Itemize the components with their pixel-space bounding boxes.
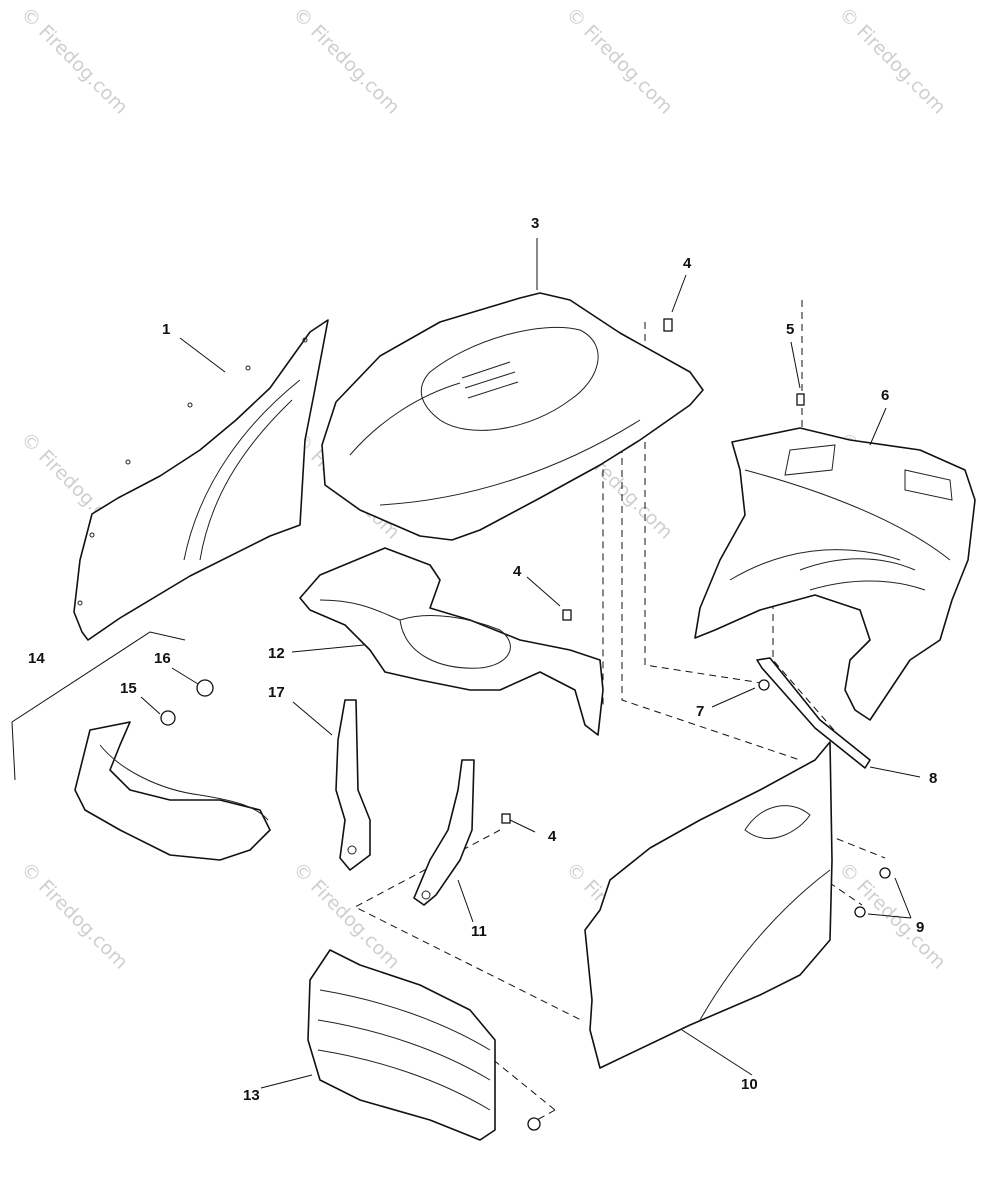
callout-7: 7 — [696, 703, 704, 720]
callout-5: 5 — [786, 321, 794, 338]
callout-6: 6 — [881, 387, 889, 404]
callout-1: 1 — [162, 321, 170, 338]
part-grille — [307, 949, 496, 1141]
part-bracket-right — [413, 759, 475, 906]
callout-4: 4 — [513, 563, 522, 580]
callout-13: 13 — [243, 1087, 260, 1104]
callout-3: 3 — [531, 215, 539, 232]
nut-icon — [758, 679, 770, 691]
callout-12: 12 — [268, 645, 285, 662]
watermark: © Firedog.com — [834, 858, 949, 973]
callout-9: 9 — [916, 919, 924, 936]
part-bumper — [74, 721, 271, 861]
bolt-icon — [796, 393, 805, 406]
hardware — [160, 318, 891, 1131]
watermark: © Firedog.com — [561, 3, 676, 118]
callout-10: 10 — [741, 1076, 758, 1093]
watermark: © Firedog.com — [834, 3, 949, 118]
fastener-icon — [160, 710, 176, 726]
watermark: © Firedog.com — [16, 3, 131, 118]
callout-4: 4 — [548, 828, 557, 845]
callout-14: 14 — [28, 650, 45, 667]
watermark: © Firedog.com — [288, 3, 403, 118]
part-hood — [321, 292, 704, 541]
bolt-icon — [562, 609, 572, 621]
bolt-icon — [501, 813, 511, 824]
callout-4: 4 — [683, 255, 692, 272]
callout-17: 17 — [268, 684, 285, 701]
callout-11: 11 — [471, 923, 487, 940]
nut-icon — [527, 1117, 541, 1131]
callout-16: 16 — [154, 650, 171, 667]
bolt-icon — [663, 318, 673, 332]
callout-labels: 1 3 4 5 6 4 12 14 16 15 17 7 8 4 9 11 10… — [28, 215, 937, 1104]
part-side-panel-left — [73, 319, 329, 641]
nut-icon — [854, 906, 866, 918]
callout-8: 8 — [929, 770, 937, 787]
part-brace-rod — [756, 657, 871, 769]
part-bracket-left — [335, 699, 371, 871]
part-console — [694, 427, 976, 721]
callout-15: 15 — [120, 680, 137, 697]
watermark: © Firedog.com — [16, 858, 131, 973]
nut-icon — [879, 867, 891, 879]
part-side-panel-right — [584, 741, 833, 1069]
part-inner-cowl — [299, 547, 604, 736]
clip-icon — [196, 679, 214, 697]
watermark: © Firedog.com — [288, 858, 403, 973]
leader-lines — [11, 238, 921, 1089]
